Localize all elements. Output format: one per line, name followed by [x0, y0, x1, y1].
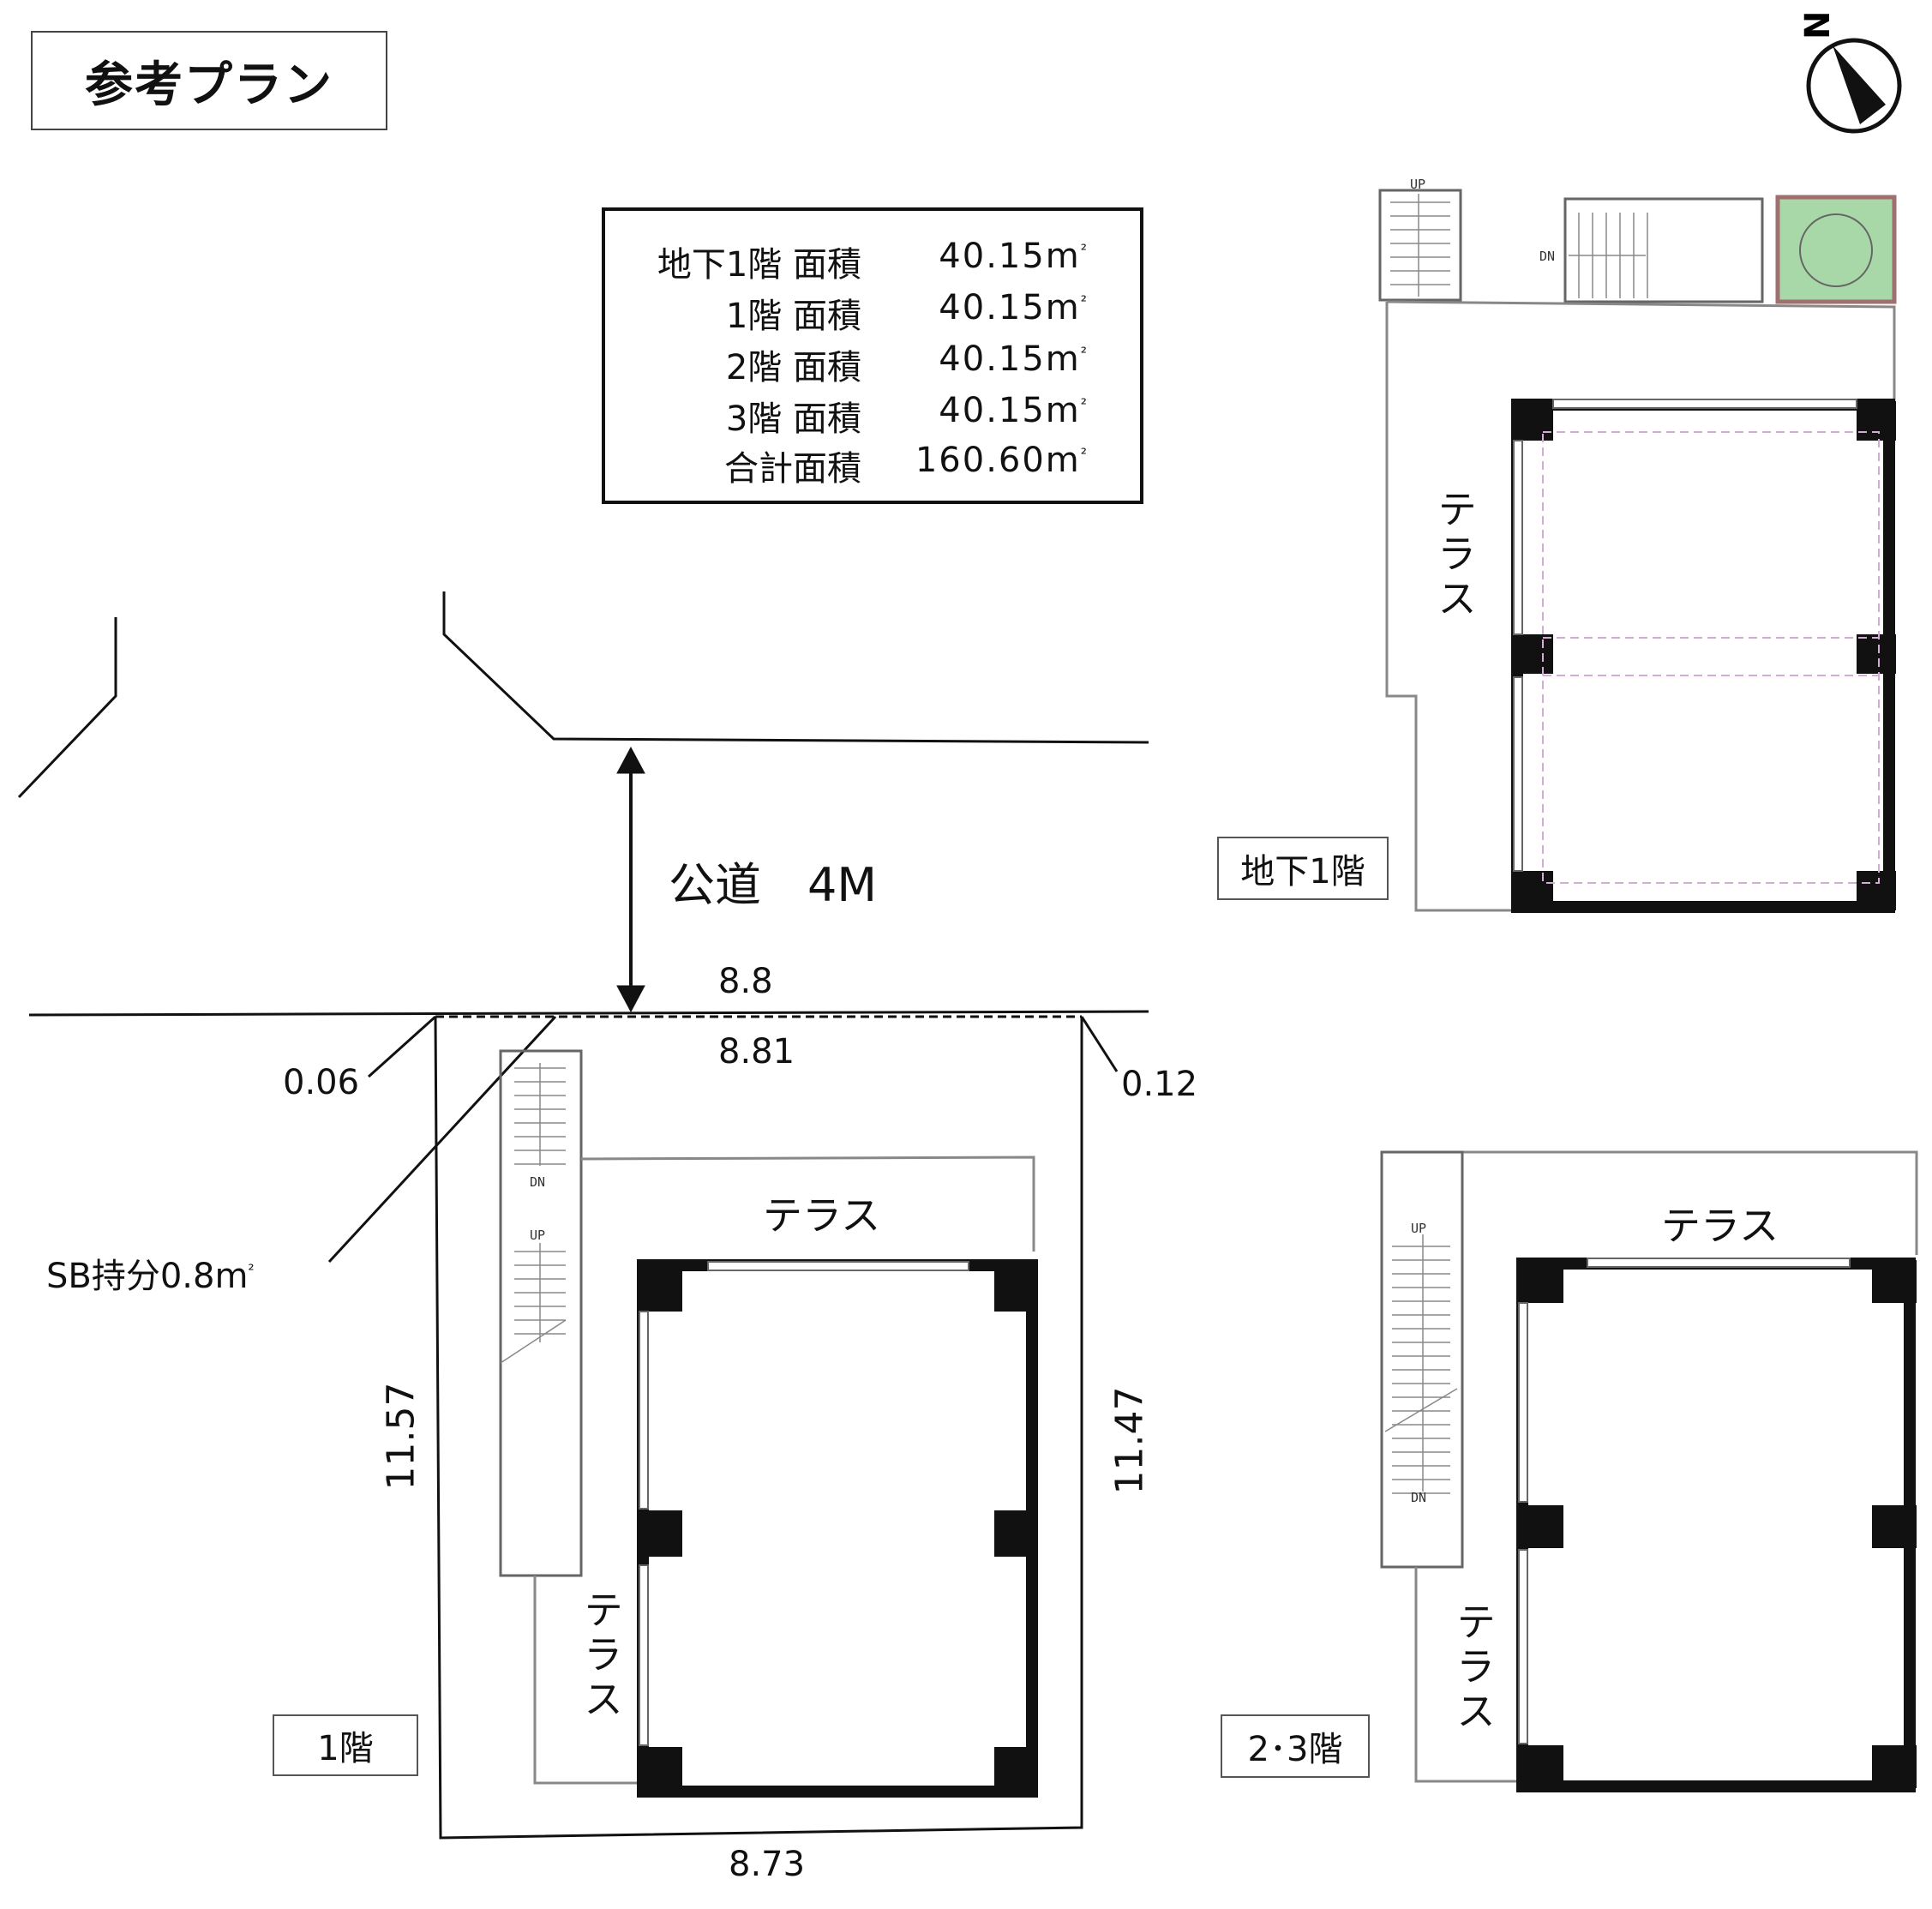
- area-row-label: 2階 面積: [725, 348, 861, 387]
- area-row: 3階 面積 40.15m²: [605, 391, 1140, 439]
- area-row-label: 合計面積: [724, 449, 861, 489]
- terrace-label-1f-top: テラス: [763, 1192, 881, 1239]
- page-title: 参考プラン: [31, 31, 387, 130]
- road-label: 公道 4M: [669, 858, 877, 912]
- floor-label-2-3f: 2･3階: [1221, 1714, 1370, 1778]
- floor-label-b1: 地下1階: [1217, 837, 1389, 900]
- plan-b1: UP DN: [1378, 177, 1897, 913]
- area-row-label: 3階 面積: [725, 399, 861, 439]
- compass-letter: N: [1798, 11, 1838, 39]
- b1-stair-up-mark: UP: [1410, 177, 1425, 192]
- terrace-label-1f-side: テラス: [578, 1589, 624, 1723]
- b1-stair-dn-mark: DN: [1539, 249, 1555, 264]
- plan-2-3f: UP DN: [1380, 1150, 1918, 1792]
- area-row-value: 40.15m²: [939, 288, 1089, 327]
- road-width-arrow: [616, 746, 645, 1013]
- site-lines: [17, 591, 1149, 1840]
- stair-dn-mark: DN: [530, 1174, 545, 1190]
- compass-icon: N: [1798, 11, 1902, 134]
- floor-label-1f: 1階: [273, 1714, 418, 1776]
- dim-left-offset: 0.06: [283, 1063, 360, 1102]
- area-row: 地下1階 面積 40.15m²: [605, 237, 1140, 285]
- area-row-label: 1階 面積: [725, 297, 861, 336]
- dim-sb-share: SB持分0.8m²: [46, 1257, 255, 1296]
- plan-1f: DN UP: [499, 1049, 1038, 1798]
- area-row-value: 160.60m²: [915, 441, 1089, 480]
- dim-top-road: 8.8: [718, 962, 773, 1001]
- area-table: 地下1階 面積 40.15m² 1階 面積 40.15m² 2階 面積 40.1…: [602, 207, 1143, 504]
- f23-stair-dn-mark: DN: [1411, 1490, 1426, 1505]
- terrace-label-f23-top: テラス: [1661, 1203, 1779, 1249]
- f23-stair-up-mark: UP: [1411, 1221, 1426, 1236]
- dim-right-offset: 0.12: [1121, 1065, 1198, 1104]
- area-row: 1階 面積 40.15m²: [605, 288, 1140, 336]
- area-row-label: 地下1階 面積: [657, 245, 861, 285]
- area-row-value: 40.15m²: [939, 391, 1089, 430]
- area-row: 2階 面積 40.15m²: [605, 339, 1140, 387]
- dim-left-side: 11.57: [379, 1382, 423, 1491]
- area-row-value: 40.15m²: [939, 339, 1089, 379]
- terrace-label-b1: テラス: [1431, 489, 1478, 622]
- area-row-value: 40.15m²: [939, 237, 1089, 276]
- area-row-total: 合計面積 160.60m²: [605, 441, 1140, 489]
- terrace-label-f23-side: テラス: [1450, 1601, 1497, 1735]
- stair-up-mark: UP: [530, 1228, 545, 1243]
- dim-bottom: 8.73: [729, 1845, 806, 1884]
- dim-right-side: 11.47: [1107, 1386, 1152, 1495]
- dim-top-lot: 8.81: [718, 1032, 795, 1072]
